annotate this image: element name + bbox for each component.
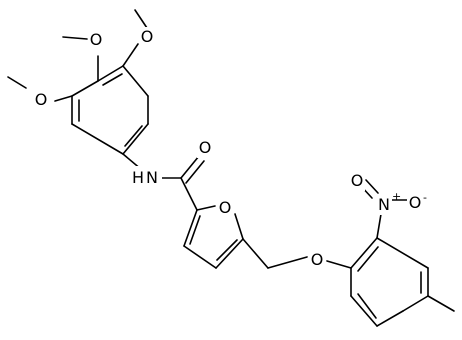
atom-o-nitro-right: O	[409, 193, 422, 212]
bond-ch2-oether	[267, 256, 308, 269]
bond-ome-top-right-a	[122, 43, 139, 67]
bond-furan-c5-c4	[215, 238, 244, 269]
atom-o-methoxy-left: O	[35, 90, 48, 109]
bond-ring2-methyl	[427, 295, 455, 312]
bond-co-double-2	[185, 160, 205, 184]
bond-ring2-f	[350, 295, 378, 327]
bond-ome-top-right-b	[134, 9, 148, 29]
bond-co-double-1	[180, 155, 200, 179]
bond-ring1-double-2	[124, 125, 143, 147]
atom-labels: O O O N H O O O N + O O -	[33, 27, 427, 270]
bond-furan-double-1	[189, 215, 201, 245]
atom-o-furan: O	[219, 198, 232, 217]
bond-ring2-nitro	[376, 213, 382, 239]
atom-o-nitro-top: O	[351, 171, 364, 190]
bond-ring2-e	[376, 310, 404, 327]
bond-ring2-a	[350, 237, 378, 269]
bond-furan-c3-c2	[183, 209, 198, 247]
bond-furan-o-c5	[234, 213, 244, 240]
bond-ring1-e	[122, 123, 149, 155]
atom-h-amide: H	[132, 168, 144, 187]
bond-ome-left-a	[54, 95, 73, 102]
bond-ome-left-b	[7, 76, 27, 89]
bond-furan-c4-c3	[183, 245, 217, 269]
bond-co-furan	[180, 177, 198, 211]
bond-ring2-b	[376, 237, 429, 269]
bond-ring1-a	[97, 65, 124, 82]
bond-ring1-double-3	[102, 73, 123, 86]
atom-n-nitro: N	[378, 195, 390, 214]
bond-furan-ch2	[242, 238, 269, 269]
bonds	[7, 9, 455, 327]
bond-ring1-b	[71, 80, 99, 97]
bond-oether-ring2	[326, 260, 352, 269]
charge-o-nitro-right: -	[423, 191, 427, 204]
atom-o-methoxy-top-right: O	[141, 27, 154, 46]
bond-furan-double-2	[216, 239, 238, 261]
bond-ring2-double-1	[357, 246, 379, 272]
bond-nitro-o-top-2	[365, 179, 379, 194]
atom-o-carbonyl: O	[199, 138, 212, 157]
bond-ring2-double-3	[357, 293, 377, 319]
atom-n-amide: N	[146, 168, 158, 187]
bond-ome-top-mid-b	[62, 36, 88, 40]
bond-ring1-d	[71, 123, 124, 155]
atom-o-methoxy-top-mid: O	[90, 30, 103, 49]
bond-furan-c2-o	[196, 205, 216, 211]
bond-ring1-g	[122, 65, 149, 97]
atom-o-ether: O	[311, 250, 324, 269]
charge-n-nitro: +	[392, 190, 401, 203]
bond-ring2-d	[402, 295, 429, 312]
